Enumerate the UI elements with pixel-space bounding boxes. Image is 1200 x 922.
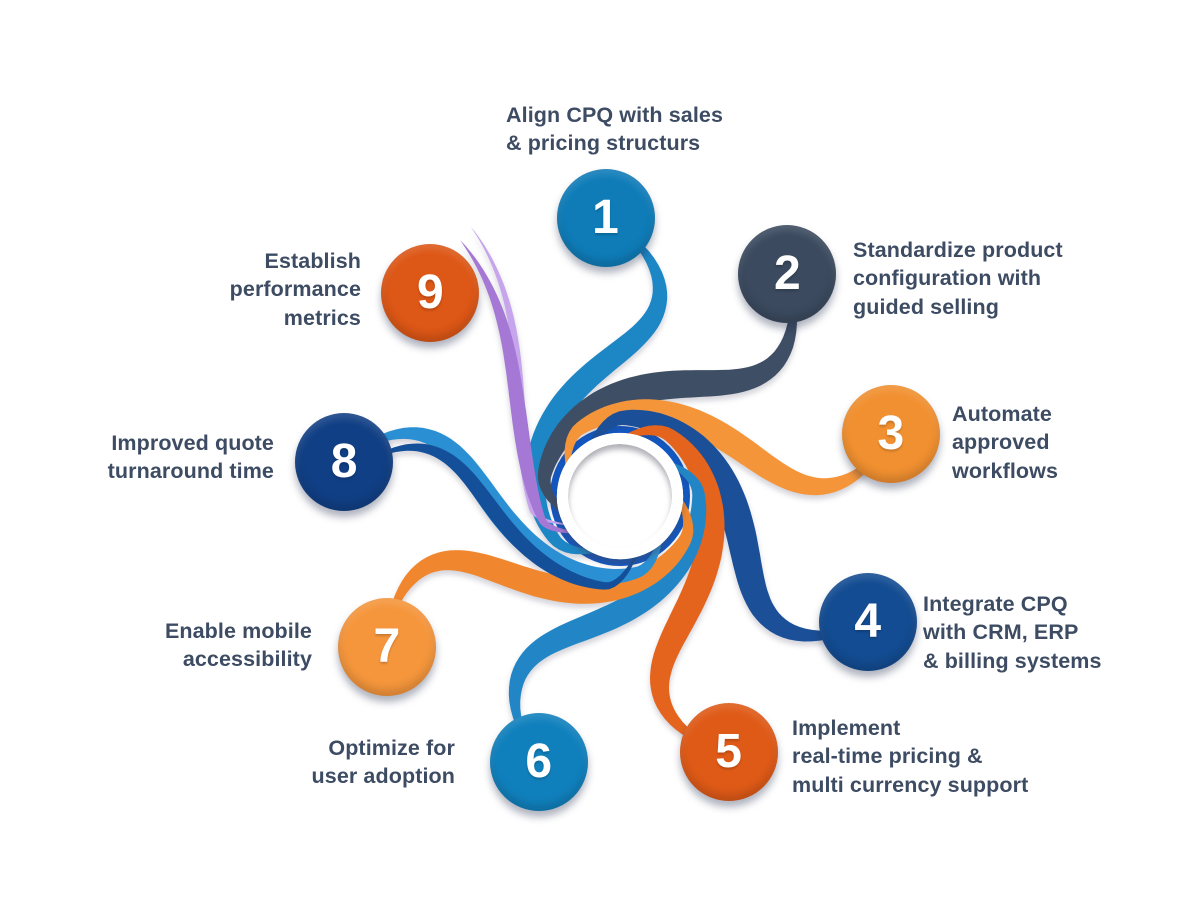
item-6-label: Optimize for user adoption: [311, 736, 455, 789]
swirl-tails: [344, 218, 891, 762]
item-2-circle: 2: [738, 225, 837, 323]
item-6-number: 6: [525, 734, 553, 788]
swirl-tail-4: [584, 409, 868, 642]
swirl-tail-9: [460, 239, 579, 536]
item-4-label: Integrate CPQ with CRM, ERP & billing sy…: [923, 592, 1102, 673]
swirl-tail-6: [508, 457, 707, 762]
item-5-label: Implement real-time pricing & multi curr…: [792, 716, 1029, 797]
item-8-circle: 8: [295, 413, 394, 512]
swirl-tail-8: [344, 427, 666, 585]
item-7-number: 7: [373, 620, 401, 674]
item-4-circle: 4: [818, 573, 917, 672]
swirl-tail-secondary-9: [470, 226, 573, 528]
item-8-number: 8: [330, 435, 358, 489]
center-core: [568, 444, 672, 548]
circle-crescents: [556, 432, 684, 560]
item-3-number: 3: [877, 406, 905, 460]
item-6-circle: 6: [489, 712, 588, 811]
item-9-circle: 9: [381, 243, 480, 342]
item-2-label: Standardize product configuration with g…: [853, 238, 1063, 319]
item-1-label: Align CPQ with sales & pricing structurs: [506, 103, 724, 156]
item-5-number: 5: [715, 724, 742, 778]
item-1-circle: 1: [556, 169, 655, 268]
item-8-label: Improved quote turnaround time: [107, 431, 274, 484]
swirl-tail-2: [537, 274, 797, 521]
item-7-label: Enable mobile accessibility: [164, 619, 312, 672]
item-4-number: 4: [854, 595, 882, 649]
item-9-label: Establish performance metrics: [229, 249, 361, 330]
swirl-tail-secondary-8: [363, 443, 643, 590]
item-5-circle: 5: [679, 702, 778, 801]
item-2-number: 2: [773, 247, 801, 300]
item-1-number: 1: [592, 191, 619, 245]
swirl-tail-3: [564, 399, 891, 496]
item-3-label: Automate approved workflows: [952, 402, 1059, 483]
swirl-tail-7: [386, 488, 694, 648]
item-7-circle: 7: [337, 598, 436, 697]
item-9-number: 9: [417, 265, 444, 319]
item-3-circle: 3: [841, 384, 940, 483]
crescent-9: [565, 486, 684, 560]
